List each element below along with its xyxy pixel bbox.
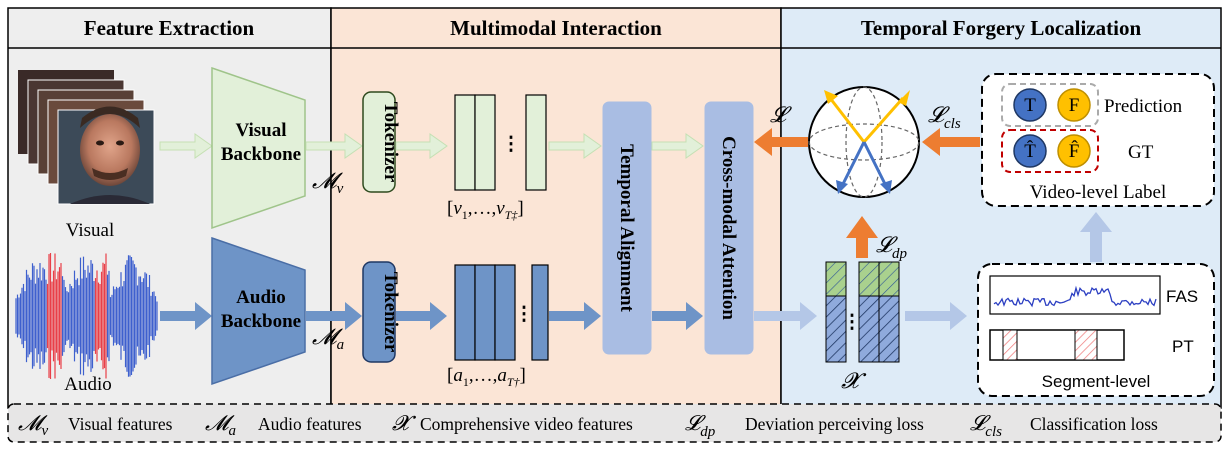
visual-token-ellipsis: ⋮: [502, 134, 521, 155]
gt-true-circle: [1013, 134, 1047, 168]
legend-cls-loss: Classification loss: [1030, 414, 1158, 434]
audio-token-ellipsis: ⋮: [515, 304, 534, 325]
prediction-fake-label: F: [1069, 95, 1080, 116]
legend-audio-features: Audio features: [258, 414, 362, 434]
pt-label: PT: [1172, 337, 1194, 356]
visual-backbone-label-2: Backbone: [221, 144, 301, 165]
comprehensive-features: ⋮: [825, 261, 900, 363]
audio-tokenizer-label: Tokenizer: [380, 272, 401, 353]
temporal-alignment-label: Temporal Alignment: [616, 144, 637, 312]
segment-to-video-arrow: [1080, 212, 1112, 262]
fas-curve: [993, 285, 1157, 308]
visual-token-sequence: ⋮: [454, 94, 547, 191]
gt-label: GT: [1128, 142, 1154, 163]
fas-curve-path: [993, 285, 1157, 308]
audio-token-sequence: ⋮: [454, 264, 549, 361]
audio-alignment-to-attention-arrow: [652, 302, 703, 330]
visual-tokenizer-label: Tokenizer: [380, 102, 401, 183]
multimodal-interaction-header: Multimodal Interaction: [450, 16, 662, 40]
audio-waveform: [15, 253, 158, 379]
audio-input-arrow: [160, 302, 212, 330]
legend-comprehensive: Comprehensive video features: [420, 414, 633, 434]
legend-bar: [7, 403, 1222, 443]
audio-tokenizer: [362, 261, 396, 363]
gt-true-label: T̂: [1024, 140, 1036, 162]
cross-modal-attention-label: Cross-modal Attention: [718, 136, 739, 320]
audio-tokenizer-to-tokens-arrow: [396, 302, 447, 330]
video-level-label-title: Video-level Label: [1030, 182, 1167, 203]
fas-label: FAS: [1166, 287, 1198, 306]
fas-plot: [989, 275, 1161, 315]
pt-forged-segment-1: [1002, 329, 1018, 361]
prediction-true-label: T: [1024, 95, 1036, 116]
audio-input-label: Audio: [64, 374, 112, 395]
visual-alignment-to-attention-arrow: [651, 133, 704, 159]
segment-level-title: Segment-level: [1042, 372, 1151, 391]
visual-backbone-label-1: Visual: [235, 120, 286, 141]
prediction-fake-circle: [1057, 88, 1091, 122]
audio-backbone: [211, 236, 306, 386]
hypersphere: [808, 86, 920, 198]
visual-tokenizer: [362, 91, 396, 193]
features-ellipsis: ⋮: [843, 312, 862, 333]
audio-backbone-label-2: Backbone: [221, 311, 301, 332]
visual-backbone-to-tokenizer-arrow: [305, 133, 363, 159]
audio-tokens-to-alignment-arrow: [549, 302, 601, 330]
legend-visual-features: Visual features: [68, 414, 173, 434]
gt-fake-label: F̂: [1069, 140, 1080, 162]
prediction-true-circle: [1013, 88, 1047, 122]
visual-frames: [18, 70, 155, 205]
temporal-alignment-module: [602, 101, 652, 355]
temporal-forgery-header: Temporal Forgery Localization: [861, 16, 1142, 40]
visual-tokens-to-alignment-arrow: [548, 133, 602, 159]
pt-forged-segment-2: [1074, 329, 1098, 361]
cls-loss-arrow: [922, 128, 980, 156]
visual-input-arrow: [159, 133, 213, 159]
visual-token-list: [v1,…,vT‡]: [447, 198, 524, 222]
legend: 𝓜v Visual features 𝓜a Audio features 𝓧 C…: [18, 411, 1158, 440]
dp-loss-arrow: [846, 216, 878, 258]
legend-dp-loss: Deviation perceiving loss: [745, 414, 924, 434]
legend-mv-symbol: 𝓜v: [18, 411, 49, 439]
visual-tokenizer-to-tokens-arrow: [395, 133, 448, 159]
prediction-label: Prediction: [1104, 96, 1183, 117]
visual-input-label: Visual: [66, 220, 114, 241]
feature-extraction-header: Feature Extraction: [84, 16, 255, 40]
cross-modal-attention-module: [704, 101, 754, 355]
visual-backbone: [211, 66, 306, 230]
features-to-segment-arrow: [905, 302, 967, 330]
total-loss-arrow: [754, 128, 808, 156]
audio-token-list: [a1,…,aT†]: [447, 365, 526, 389]
audio-backbone-label-1: Audio: [236, 287, 286, 308]
gt-fake-circle: [1057, 134, 1091, 168]
attention-to-features-arrow: [754, 302, 817, 330]
audio-backbone-to-tokenizer-arrow: [306, 302, 362, 330]
